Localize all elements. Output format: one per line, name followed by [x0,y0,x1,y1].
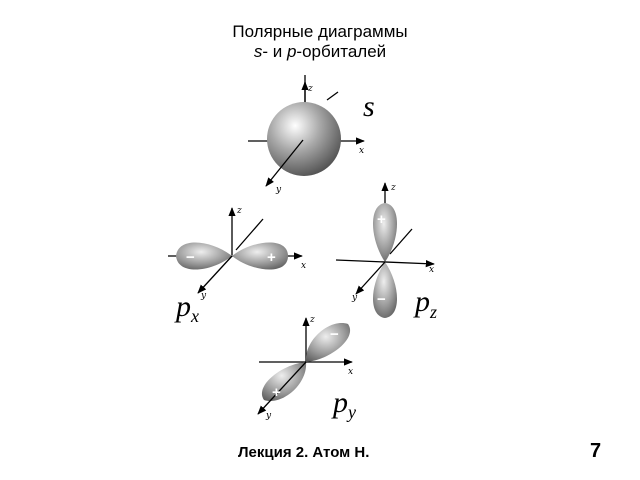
py-x-label: x [348,367,353,377]
py-minus-lobe [305,322,351,362]
s-y-axis-arrow [265,139,304,187]
py-minus-sign: − [330,326,339,343]
s-orbital-group: z x y s [248,75,375,195]
py-orbital-group: − + z x y p y [257,315,356,422]
py-y-axis-arrow [257,361,307,415]
s-z-label: z [307,84,313,94]
py-y-label: y [265,411,272,421]
s-x-label: x [359,146,364,156]
pz-minus-sign: − [377,291,386,308]
pz-orbital-subscript: z [429,302,437,322]
lecture-footer: Лекция 2. Атом Н. [238,444,370,461]
px-plus-lobe [232,242,288,270]
s-orbital-sphere [267,102,341,176]
px-y-label: y [200,291,207,301]
px-orbital-group: − + z x y p x [168,206,306,326]
pz-orbital-group: + − z x y p z [335,182,437,322]
slide-title: Полярные диаграммы s- и p-орбиталей [0,22,640,62]
title-line-2: s- и p-орбиталей [253,42,387,61]
px-orbital-subscript: x [190,306,199,326]
px-orbital-label: p [174,290,191,323]
s-y-label: y [275,185,282,195]
pz-minus-lobe [372,262,398,318]
py-orbital-label: p [331,386,348,419]
py-plus-sign: + [272,384,281,401]
py-orbital-subscript: y [346,402,356,422]
pz-plus-lobe [372,203,398,262]
s-orbital-label: s [363,90,375,123]
px-z-label: z [236,206,242,216]
py-plus-lobe [261,362,307,402]
pz-y-label: y [351,293,358,303]
pz-y-axis-arrow [355,261,386,295]
pz-y-axis-back [389,228,413,255]
px-y-axis-arrow [197,255,233,294]
px-minus-sign: − [186,249,195,266]
px-minus-lobe [176,242,232,270]
px-y-axis-back [235,218,264,251]
px-plus-sign: + [267,249,276,266]
title-line-1: Полярные диаграммы [232,22,408,41]
s-y-axis-back [326,91,339,101]
pz-plus-sign: + [377,211,386,228]
page-number: 7 [590,440,602,462]
pz-x-label: x [429,265,434,275]
pz-orbital-label: p [413,285,430,318]
py-z-label: z [309,315,315,325]
px-x-label: x [301,261,306,271]
pz-z-label: z [390,183,396,193]
